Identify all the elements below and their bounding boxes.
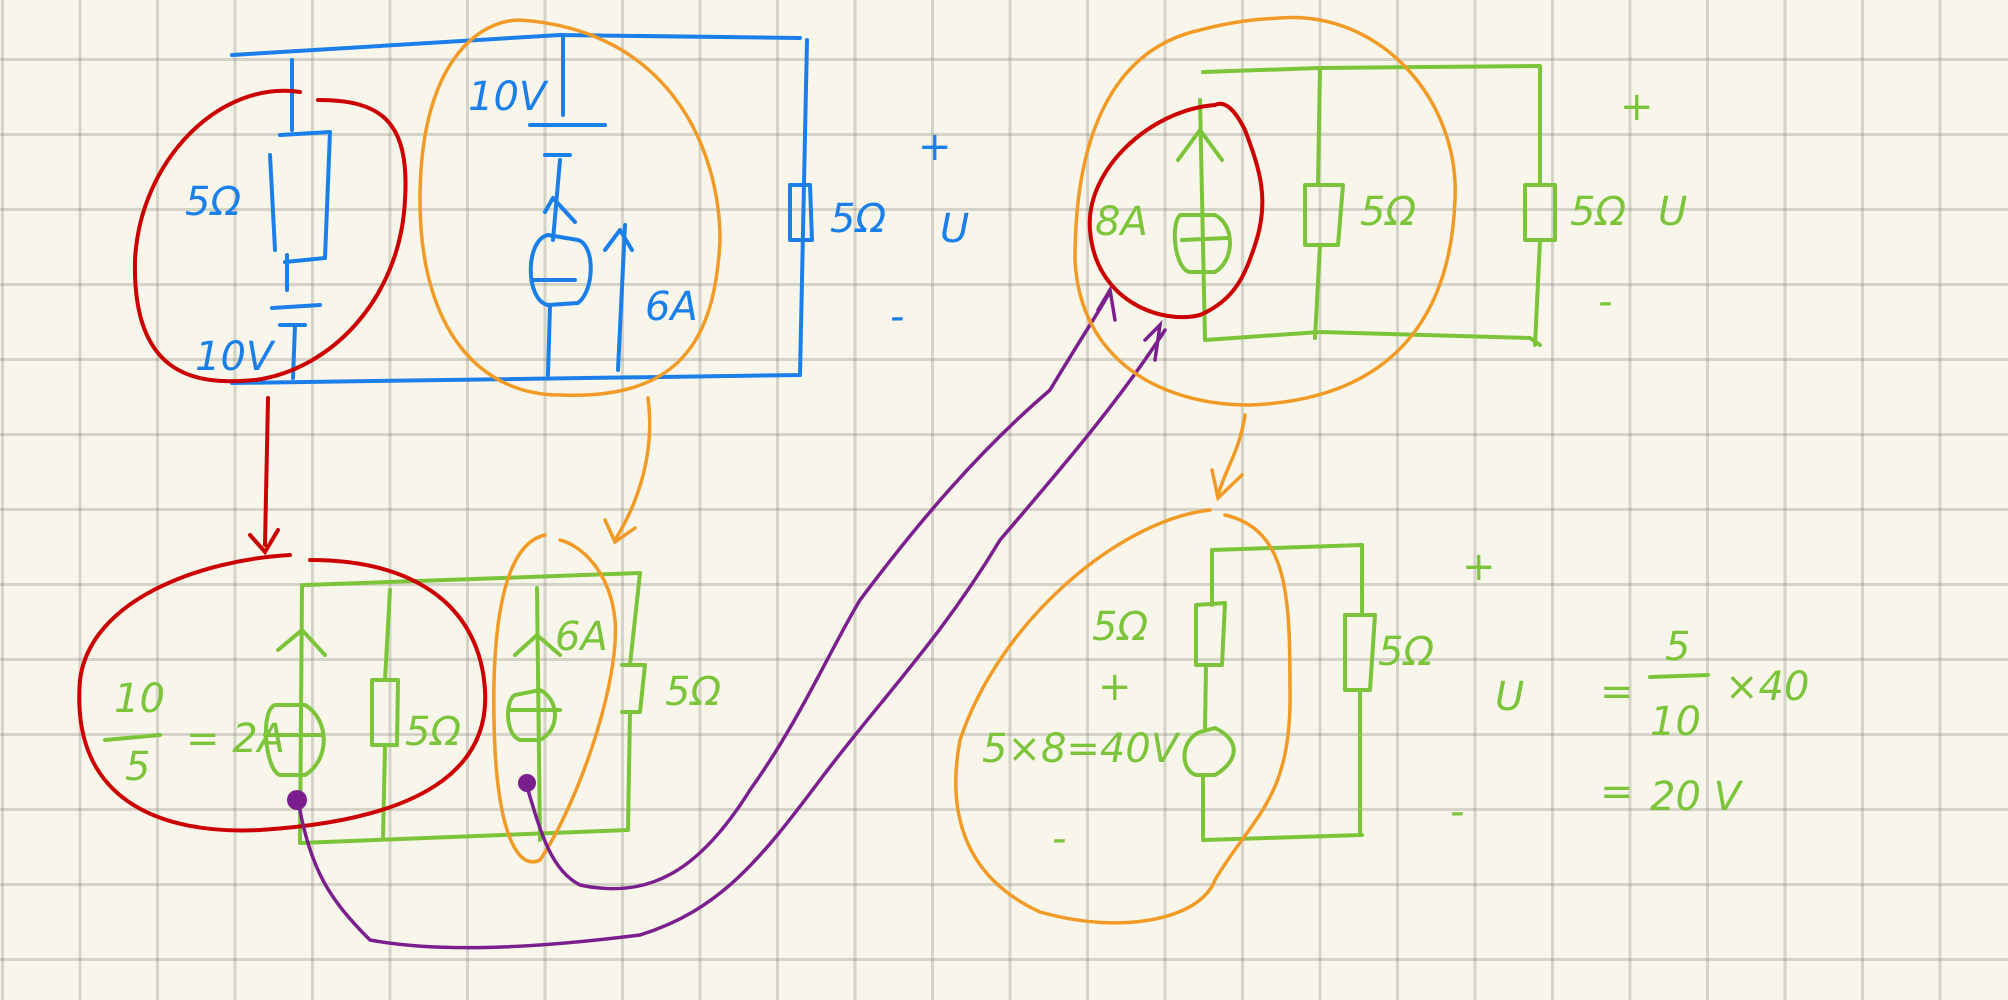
c2-resistor-mid-label: 5Ω [405,709,461,755]
eq-equals-2: = [1600,769,1634,815]
c2-orange-loop [492,533,618,864]
c3-current-label: 8A [1095,199,1148,245]
c2-fraction-result: = 2A [186,716,285,762]
orange-arrow-2 [1210,413,1247,502]
eq-equals-1: = [1600,669,1634,715]
orange-arrow-1 [603,396,652,545]
eq-denominator: 10 [1650,699,1701,745]
c1-resistor-left-label: 5Ω [185,179,241,225]
c1-u-label: U [940,206,969,252]
c2-resistor-right-label: 5Ω [665,669,721,715]
purple-node-mid [518,774,536,792]
eq-times-40: ×40 [1725,664,1809,710]
c3-resistor-mid-label: 5Ω [1360,189,1416,235]
circuit-2-wires [263,571,647,845]
c4-resistor-top-label: 5Ω [1092,604,1148,650]
c3-orange-loop [1073,15,1457,407]
eq-lhs: U [1495,674,1524,720]
c1-plus: + [918,124,952,170]
c1-resistor-right-label: 5Ω [830,196,886,242]
c1-current-label: 6A [645,284,698,330]
voltage-divider-equation: U = 5 10 ×40 = 20 V [1495,624,1809,820]
c2-fraction-numerator: 10 [114,676,165,722]
c3-minus: - [1598,279,1612,325]
circuit-1-wires [230,33,814,385]
c1-voltage-mid-label: 10V [468,74,549,120]
c1-minus: - [890,294,904,340]
c3-plus: + [1620,84,1654,130]
circuit-1: 5Ω 10V 10V 6A 5Ω + U - [185,33,969,385]
c3-red-loop [1087,101,1265,320]
purple-connection-path [296,285,1167,950]
c4-resistor-right-label: 5Ω [1378,629,1434,675]
c1-voltage-left-label: 10V [195,334,276,380]
c1-orange-loop [418,18,722,397]
c4-orange-loop [954,508,1292,925]
circuit-3: 8A 5Ω 5Ω + U - [1095,64,1687,347]
c3-resistor-right-label: 5Ω [1570,189,1626,235]
circuit-4: 5Ω + 5×8=40V - 5Ω + - [982,543,1496,862]
eq-fraction-bar [1648,673,1710,679]
c1-red-loop [132,88,408,384]
c2-red-loop [77,553,488,833]
c2-current-label: 6A [555,614,608,660]
c4-u-minus: - [1450,789,1464,835]
c4-plus: + [1098,664,1132,710]
c4-minus: - [1052,816,1066,862]
c4-voltage-source-label: 5×8=40V [982,726,1181,772]
purple-node-left [287,790,307,810]
c2-fraction-denominator: 5 [125,744,150,790]
c3-u-label: U [1658,189,1687,235]
c4-u-plus: + [1462,544,1496,590]
circuit-3-wires [1172,64,1557,347]
eq-result: 20 V [1650,774,1744,820]
eq-numerator: 5 [1665,624,1690,670]
circuit-2: 10 5 = 2A 5Ω 6A 5Ω [103,571,721,845]
red-arrow [248,396,280,556]
circuit-4-wires [1182,543,1377,842]
c2-fraction-bar [103,733,162,742]
